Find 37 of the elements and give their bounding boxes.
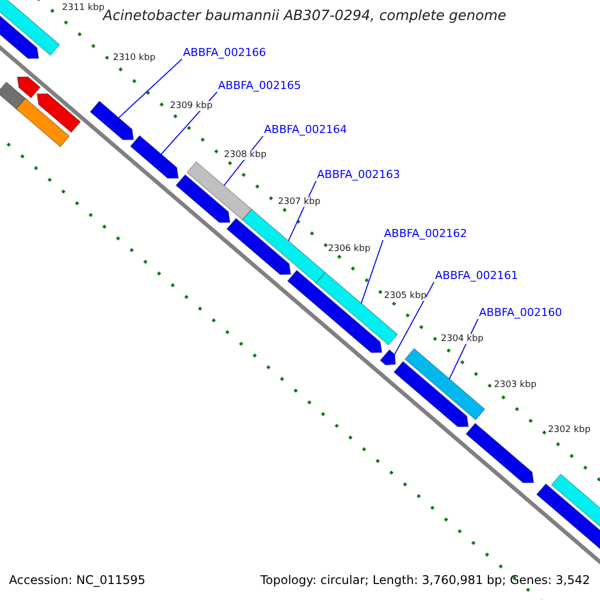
gene-bar [286,270,382,354]
scale-label: 2305 kbp [384,291,426,301]
gene-label: ABBFA_002166 [183,46,266,59]
scale-label: 2304 kbp [441,334,484,344]
scale-label: 2310 kbp [113,53,156,63]
scale-label: 2306 kbp [328,244,370,254]
gene-bar [90,100,134,140]
gene-bar [186,161,252,221]
gene-bar [0,0,60,56]
scale-label: 2307 kbp [278,197,320,207]
gene-bar [16,98,70,148]
scale-label: 2303 kbp [494,380,536,390]
genome-summary: Topology: circular; Length: 3,760,981 bp; Genes: 3,542 [260,573,590,587]
gene-bar [404,348,486,420]
gene-bar [242,208,326,284]
gene-label: ABBFA_002162 [384,227,467,240]
gene-label: ABBFA_002164 [264,123,347,136]
leader-line [118,58,182,118]
gene-label: ABBFA_002161 [435,269,518,282]
gene-bar [465,422,534,484]
accession-text: Accession: NC_011595 [9,573,146,587]
gene-bar [226,218,292,275]
gene-label: ABBFA_002165 [218,79,301,92]
scale-label: 2311 kbp [62,3,104,13]
gene-bar [175,174,231,223]
scale-label: 2308 kbp [224,150,266,160]
gene-bar [130,134,179,179]
gene-bar [393,360,469,428]
gene-label: ABBFA_002160 [479,306,562,319]
leader-line [360,240,384,304]
gene-bar [380,349,396,366]
leader-line [394,282,434,355]
title: Acinetobacter baumannii AB307-0294, complete genome [103,8,506,24]
scale-label: 2302 kbp [548,425,590,435]
gene-bar [36,93,82,134]
gene-label: ABBFA_002163 [317,168,400,181]
scale-label: 2309 kbp [170,101,212,111]
